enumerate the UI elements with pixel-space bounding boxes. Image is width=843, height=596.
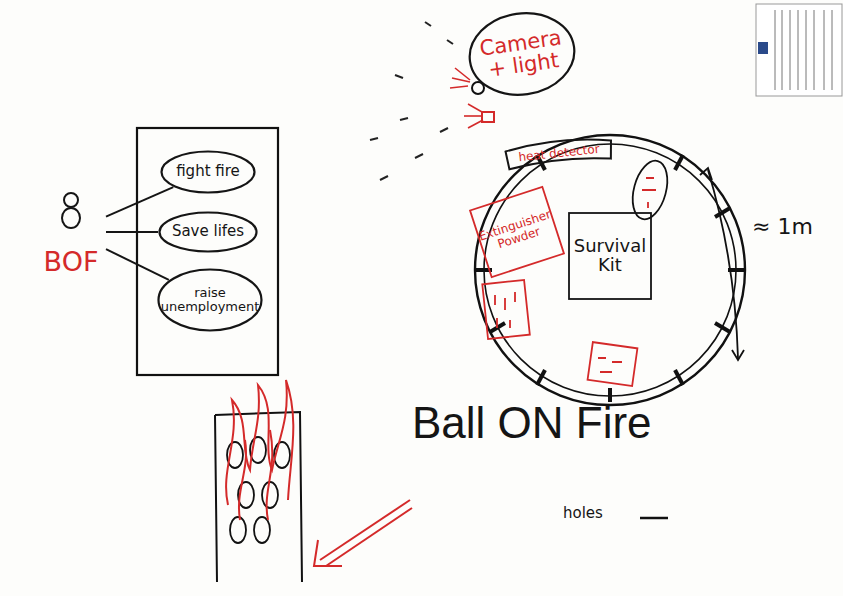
goal-ellipse: fight fire bbox=[160, 150, 256, 194]
dimension-arrow bbox=[700, 168, 744, 360]
dimension-label: ≈ 1m bbox=[752, 214, 813, 239]
motion-dashes bbox=[370, 22, 453, 180]
sensor-band: heat detector bbox=[503, 134, 615, 171]
node-text: fight fire bbox=[176, 164, 240, 180]
node-text: Camera + light bbox=[478, 26, 566, 81]
connector-line bbox=[106, 249, 169, 280]
burning-bucket bbox=[215, 380, 302, 582]
node-text: Survival Kit bbox=[572, 237, 648, 275]
goal-ellipse: Save lifes bbox=[158, 211, 258, 253]
note-text: holes bbox=[563, 504, 603, 522]
powder-panel: Extinguisher Powder bbox=[469, 186, 565, 279]
connector-line bbox=[106, 187, 173, 216]
pointer-arrow bbox=[314, 500, 412, 566]
camera-ellipse: Camera + light bbox=[463, 5, 582, 103]
holes-marker bbox=[640, 517, 668, 520]
container-box bbox=[137, 128, 278, 375]
kit-box: Survival Kit bbox=[568, 212, 652, 300]
node-text: Extinguisher Powder bbox=[477, 208, 556, 255]
connector-line bbox=[106, 231, 158, 233]
node-text: raise unemployment bbox=[161, 286, 260, 313]
attached-form bbox=[756, 4, 842, 96]
goal-ellipse: raise unemployment bbox=[157, 268, 263, 332]
node-text: BOF bbox=[44, 248, 99, 276]
person-figure: BOF bbox=[36, 188, 106, 276]
diagram-title: Ball ON Fire bbox=[412, 398, 652, 448]
node-text: Save lifes bbox=[172, 224, 244, 240]
